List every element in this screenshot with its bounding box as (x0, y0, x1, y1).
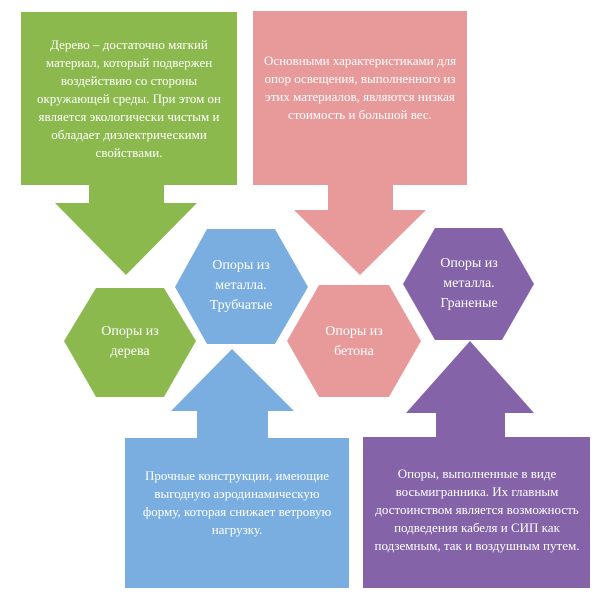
hex-wood-shape (64, 288, 196, 397)
callout-faceted-text: Опоры, выполненные в виде восьмигранника… (374, 466, 580, 553)
callout-faceted-shape (363, 341, 590, 588)
hex-concrete-label: Опоры из бетона (325, 324, 383, 359)
hex-faceted-shape (403, 228, 534, 340)
callout-concrete-text: Основными характеристиками для опор осве… (263, 53, 457, 122)
callout-concrete-shape (253, 11, 467, 275)
hex-tubular-shape (175, 229, 308, 344)
callout-tubular-text: Прочные конструкции, имеющие выгодную аэ… (142, 468, 332, 537)
hex-concrete-shape (287, 285, 421, 397)
hex-tubular-label: Опоры из металла. Трубчатые (209, 258, 273, 313)
hex-wood-label: Опоры из дерева (101, 324, 159, 359)
callout-wood-text: Дерево – достаточно мягкий материал, кот… (36, 36, 221, 160)
hex-faceted-label: Опоры из металла. Граненые (440, 256, 498, 311)
callout-tubular-shape (125, 349, 349, 588)
callout-wood-shape (21, 12, 237, 275)
